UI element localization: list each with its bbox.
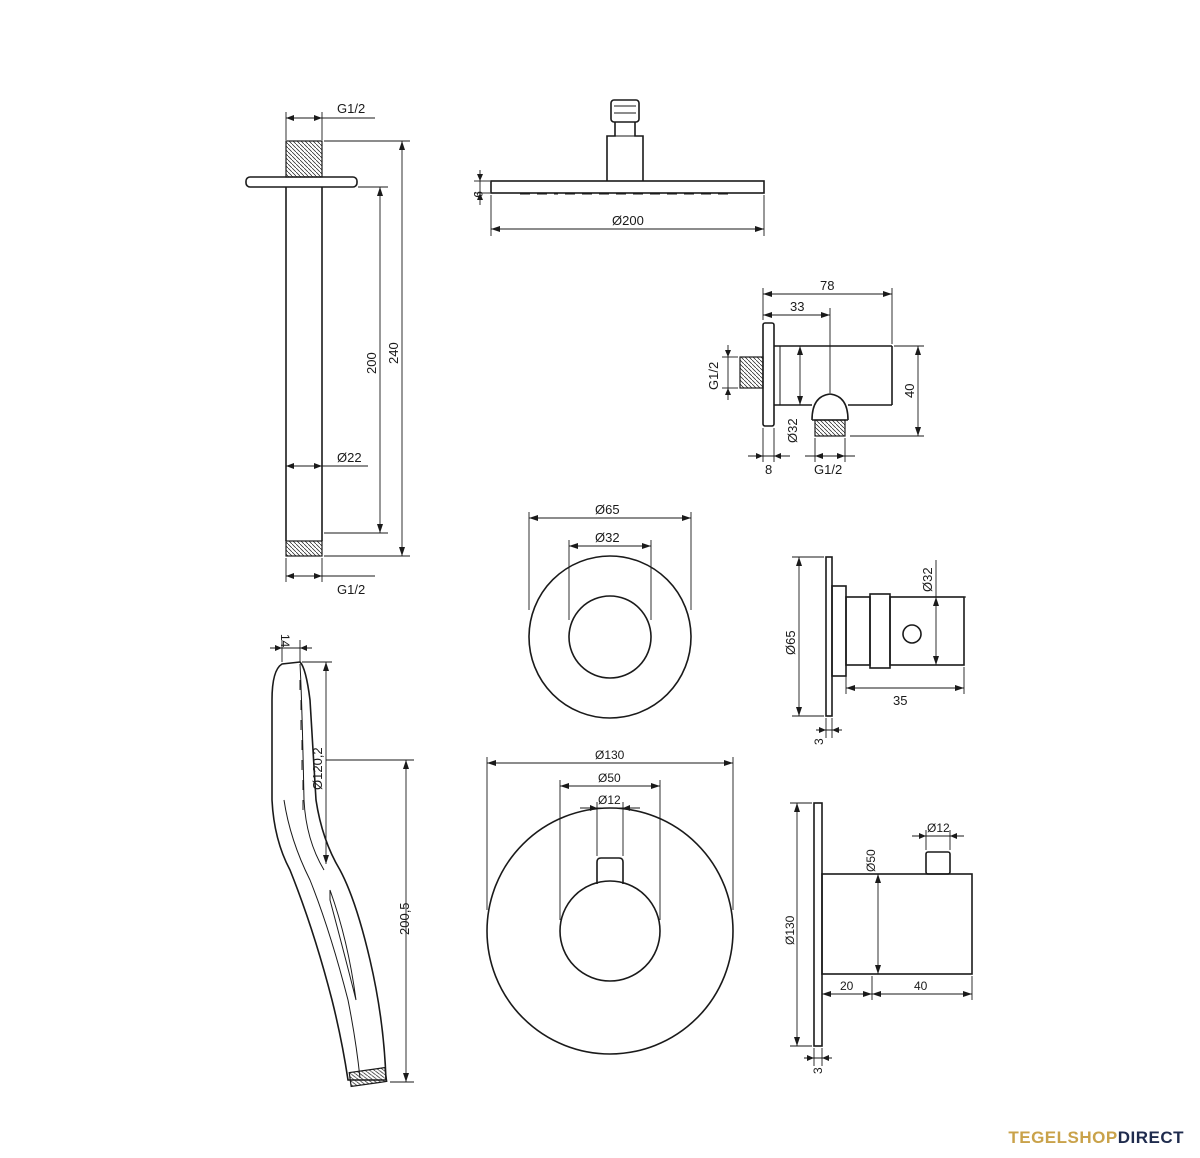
- stop-valve-front-view: Ø65 Ø32: [528, 502, 692, 719]
- hand-shower-width-label: 14: [278, 634, 292, 648]
- thermostat-side-plate-label: Ø130: [783, 915, 797, 945]
- thermostat-side-offset-label: 20: [840, 979, 854, 993]
- brand-part-2: DIRECT: [1117, 1128, 1184, 1147]
- wall-outlet-thread-bottom-label: G1/2: [814, 462, 842, 477]
- brand-logo: TEGELSHOPDIRECT: [1008, 1128, 1184, 1148]
- wall-outlet-diameter-label: Ø32: [785, 418, 800, 443]
- rain-shower-diameter-label: Ø200: [612, 213, 644, 228]
- ceiling-arm-length-total-label: 240: [386, 342, 401, 364]
- brand-part-1: TEGELSHOP: [1008, 1128, 1118, 1147]
- thermostat-front-knob-label: Ø50: [598, 771, 621, 785]
- thermostat-side-plate-thickness-label: 3: [811, 1067, 825, 1074]
- thermostat-side-stem-label: Ø12: [927, 821, 950, 835]
- stop-valve-side-view: Ø65 Ø32 35 3: [783, 556, 966, 745]
- thermostat-front-stem-label: Ø12: [598, 793, 621, 807]
- hand-shower-head-length-label: Ø120,2: [310, 747, 325, 790]
- thermostat-front-view: Ø130 Ø50 Ø12: [486, 748, 734, 1055]
- stop-valve-side-body-label: Ø32: [920, 567, 935, 592]
- ceiling-arm-top-thread: [285, 140, 323, 178]
- ceiling-arm-length-inner-label: 200: [364, 352, 379, 374]
- hand-shower-total-length-label: 200,5: [397, 902, 412, 935]
- ceiling-arm-thread-bottom-label: G1/2: [337, 582, 365, 597]
- ceiling-arm-view: G1/2 240 200 Ø22 G1/2: [245, 101, 410, 597]
- thermostat-side-view: Ø12 Ø50 Ø130 20 40 3: [783, 802, 973, 1074]
- rain-shower-view: 9 Ø200: [471, 99, 765, 236]
- stop-valve-side-plate-label: Ø65: [783, 630, 798, 655]
- wall-outlet-depth-partial-label: 33: [790, 299, 804, 314]
- wall-outlet-height-label: 40: [902, 384, 917, 398]
- thermostat-side-depth-label: 40: [914, 979, 928, 993]
- ceiling-arm-bottom-thread: [285, 540, 323, 557]
- rain-shower-thickness-label: 9: [471, 191, 485, 198]
- stop-valve-front-outer-label: Ø65: [595, 502, 620, 517]
- hand-shower-view: 14 Ø120,2 200,5: [270, 634, 414, 1088]
- wall-outlet-plate-thickness-label: 8: [765, 462, 772, 477]
- wall-outlet-view: 78 33 G1/2 40 Ø32 8: [706, 278, 924, 477]
- stop-valve-front-inner-label: Ø32: [595, 530, 620, 545]
- ceiling-arm-rosette: [245, 176, 358, 188]
- thermostat-side-body-label: Ø50: [864, 849, 878, 872]
- thermostat-front-plate-label: Ø130: [595, 748, 625, 762]
- ceiling-arm-diameter-label: Ø22: [337, 450, 362, 465]
- wall-outlet-thread-left-label: G1/2: [706, 362, 721, 390]
- stop-valve-side-depth-label: 35: [893, 693, 907, 708]
- stop-valve-side-plate-thickness-label: 3: [812, 738, 826, 745]
- wall-outlet-depth-total-label: 78: [820, 278, 834, 293]
- ceiling-arm-thread-top-label: G1/2: [337, 101, 365, 116]
